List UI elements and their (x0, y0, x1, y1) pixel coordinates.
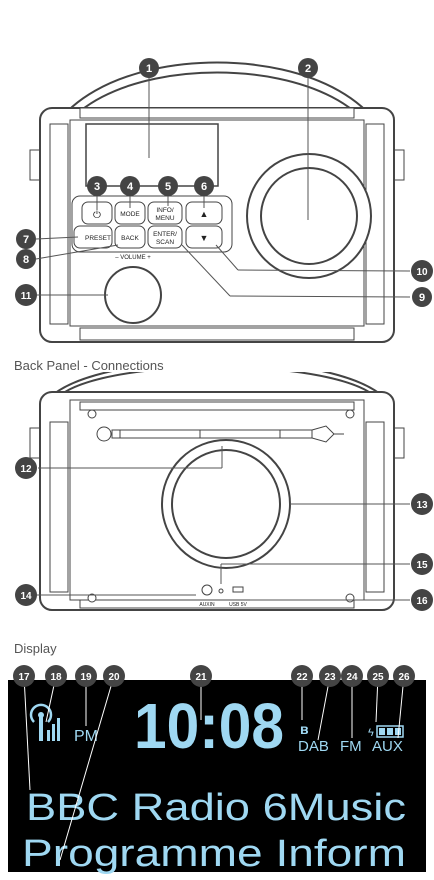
callout-19: 19 (80, 672, 92, 683)
callout-20: 20 (108, 672, 120, 683)
front-callouts (15, 58, 433, 307)
callout-25: 25 (372, 672, 384, 683)
back-view-diagram: AUXIN USB 5V 12 13 14 15 16 (15, 372, 433, 611)
callout-12: 12 (20, 464, 32, 475)
dab-indicator: DAB (298, 738, 329, 755)
front-buttons: ⏻ MODE INFO/ MENU ▲ PRESET BACK ENTER/ S… (73, 201, 223, 249)
callout-11: 11 (21, 291, 32, 302)
enter-button-label-2: SCAN (156, 239, 174, 246)
usb-port (232, 586, 244, 593)
aux-indicator: AUX (372, 738, 403, 755)
pm-indicator: PM (74, 728, 98, 745)
callout-24: 24 (346, 672, 358, 683)
callout-3: 3 (94, 181, 100, 193)
callout-1: 1 (146, 63, 152, 75)
back-panel-title: Back Panel - Connections (14, 358, 164, 373)
lcd-display (8, 680, 426, 872)
callout-2: 2 (305, 63, 311, 75)
callout-14: 14 (20, 591, 32, 602)
clock-time: 10:08 (134, 690, 284, 762)
callout-4: 4 (127, 181, 134, 193)
preset-button-label: PRESET (85, 235, 111, 242)
display-line-2: Programme Inform (22, 833, 406, 875)
down-button-label: ▼ (200, 233, 209, 243)
callout-10: 10 (416, 267, 428, 278)
enter-button-label-1: ENTER/ (153, 231, 177, 238)
volume-label: – VOLUME + (115, 255, 151, 261)
signal-icon (29, 703, 60, 741)
aux-in-port (201, 584, 213, 596)
callout-6: 6 (201, 181, 207, 193)
callout-15: 15 (416, 560, 428, 571)
front-screen (85, 123, 219, 187)
bluetooth-icon: ʙ (300, 721, 309, 737)
callout-8: 8 (23, 254, 29, 266)
callout-26: 26 (398, 672, 410, 683)
callout-13: 13 (416, 500, 428, 511)
back-button-label: BACK (121, 235, 139, 242)
mode-button-label: MODE (120, 211, 140, 218)
info-button-label-1: INFO/ (156, 207, 174, 214)
battery-icon: ϟ (368, 725, 404, 739)
callout-21: 21 (195, 672, 207, 683)
volume-knob (104, 266, 162, 324)
fm-indicator: FM (340, 738, 362, 755)
info-button-label-2: MENU (155, 215, 174, 222)
svg-text:ϟ: ϟ (368, 727, 374, 739)
power-button-label: ⏻ (93, 210, 101, 221)
callout-7: 7 (23, 234, 29, 246)
telescopic-antenna (96, 425, 344, 443)
front-view-diagram: ⏻ MODE INFO/ MENU ▲ PRESET BACK ENTER/ S… (15, 58, 433, 343)
callout-22: 22 (296, 672, 308, 683)
callout-9: 9 (419, 292, 425, 304)
callout-5: 5 (165, 181, 171, 193)
up-button-label: ▲ (200, 209, 209, 219)
display-diagram: PM 10:08 ʙ DAB FM ϟ AUX BBC Radio 6Music… (13, 665, 415, 875)
callout-17: 17 (18, 672, 30, 683)
callout-16: 16 (416, 596, 428, 607)
callout-23: 23 (324, 672, 336, 683)
aux-in-label: AUXIN (199, 602, 215, 608)
usb-label: USB 5V (229, 602, 247, 608)
display-line-1: BBC Radio 6Music (26, 787, 406, 829)
callout-18: 18 (50, 672, 62, 683)
display-title: Display (14, 641, 57, 656)
